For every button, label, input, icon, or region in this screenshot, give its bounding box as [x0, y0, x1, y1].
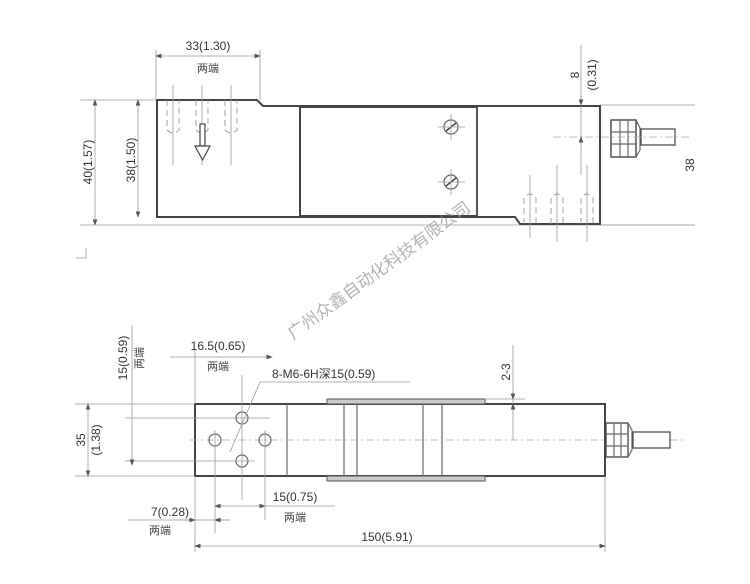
threaded-hole-icons-right [523, 165, 594, 242]
top-view: 33(1.30) 两端 40(1.57) 38(1.50) 8 (0.31) 3… [76, 39, 697, 259]
dim-gap: 2-3 [499, 363, 513, 381]
dim-note: 两端 [197, 62, 219, 75]
dim-width-top: 33(1.30) [186, 39, 231, 53]
watermark: 广州众鑫自动化科技有限公司 [284, 198, 475, 344]
dim-cable-offset-in: (0.31) [585, 59, 599, 90]
dim-height-inner: 38(1.50) [124, 138, 138, 183]
bottom-view: 8-M6-6H深15(0.59) 16.5(0.65) 两端 15(0.59) … [74, 325, 685, 552]
dim-length: 150(5.91) [361, 530, 412, 544]
cable-gland-icon [605, 422, 671, 458]
dim-hole-y: 15(0.59) [116, 336, 130, 381]
dim-note: 两端 [207, 360, 229, 373]
thread-spec: 8-M6-6H深15(0.59) [272, 367, 375, 381]
screw-icon [438, 169, 465, 195]
load-arrow-icon [193, 123, 212, 162]
dim-note: 两端 [133, 347, 146, 369]
cable-gland-icon [553, 119, 690, 158]
dim-height-outer: 40(1.57) [81, 140, 95, 185]
dim-width-in: (1.38) [89, 424, 103, 455]
dim-note: 两端 [149, 524, 171, 537]
dim-hole-pitch: 15(0.75) [273, 490, 318, 504]
dim-hole-x: 16.5(0.65) [191, 339, 246, 353]
dim-width: 35 [74, 433, 88, 447]
dim-edge: 7(0.28) [151, 505, 189, 519]
dim-note: 两端 [284, 511, 306, 524]
dim-cable-offset: 8 [568, 71, 582, 78]
dim-right-height: 38 [683, 158, 697, 172]
screw-icon [438, 114, 465, 140]
mounting-hole-icons [125, 375, 272, 533]
